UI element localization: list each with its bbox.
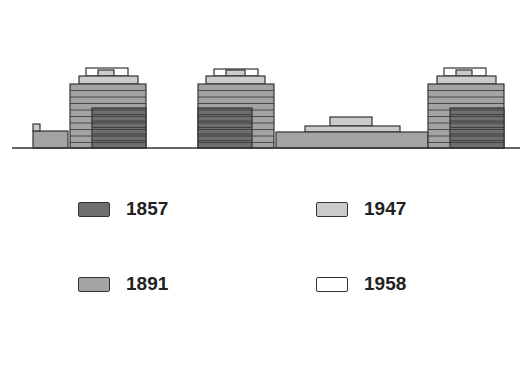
tower-body: [70, 84, 146, 148]
legend-swatch: [78, 202, 110, 217]
floor-line: [198, 127, 252, 128]
floor-line: [198, 90, 274, 91]
tower-body: [198, 84, 274, 148]
legend-entry: 1891: [78, 273, 168, 295]
ground-line: [12, 147, 520, 148]
floor-line: [198, 134, 252, 135]
floor-line: [428, 103, 504, 104]
floor-line: [198, 103, 274, 104]
legend-entry: 1857: [78, 198, 168, 220]
tower-penthouse: [206, 76, 265, 84]
tower-top-core: [226, 70, 245, 76]
floor-line: [70, 116, 146, 117]
floor-line: [70, 90, 146, 91]
tower-top: [86, 68, 128, 76]
tower-top: [214, 69, 258, 76]
legend-swatch: [78, 277, 110, 292]
tower-top-core: [456, 70, 472, 76]
floor-line: [428, 136, 504, 137]
tower-penthouse: [79, 76, 138, 84]
floor-line: [428, 116, 504, 117]
floor-line: [198, 123, 274, 124]
tower-core: [450, 108, 504, 148]
podium-top: [330, 117, 372, 126]
floor-line: [428, 123, 504, 124]
tower-core: [198, 108, 252, 148]
tower-penthouse: [437, 76, 496, 84]
floor-line: [70, 129, 146, 130]
floor-line: [92, 127, 146, 128]
podium-step: [305, 126, 400, 132]
floor-line: [198, 116, 274, 117]
floor-line: [450, 121, 504, 122]
tower-top-core: [98, 70, 114, 76]
floor-line: [92, 121, 146, 122]
floor-line: [92, 140, 146, 141]
floor-line: [198, 121, 252, 122]
legend-swatch: [316, 202, 348, 217]
legend-label: 1891: [126, 273, 168, 295]
floor-line: [198, 97, 274, 98]
tower-core: [92, 108, 146, 148]
buildings: [33, 68, 504, 148]
legend-entry: 1947: [316, 198, 406, 220]
floor-line: [428, 90, 504, 91]
podium: [276, 132, 428, 148]
legend-swatch: [316, 277, 348, 292]
floor-line: [70, 110, 146, 111]
floor-line: [92, 114, 146, 115]
floor-line: [198, 136, 274, 137]
legend-entry: 1958: [316, 273, 406, 295]
low-building: [33, 131, 68, 148]
floor-line: [450, 140, 504, 141]
tower-top: [444, 68, 486, 76]
legend-label: 1947: [364, 198, 406, 220]
floor-line: [450, 127, 504, 128]
floor-line: [428, 129, 504, 130]
floor-line: [70, 97, 146, 98]
floor-line: [198, 114, 252, 115]
floor-line: [70, 103, 146, 104]
floor-line: [428, 142, 504, 143]
floor-line: [450, 134, 504, 135]
floor-line: [198, 140, 252, 141]
floor-line: [198, 129, 274, 130]
floor-line: [428, 97, 504, 98]
floor-line: [70, 123, 146, 124]
floor-line: [428, 110, 504, 111]
legend-label: 1857: [126, 198, 168, 220]
legend-label: 1958: [364, 273, 406, 295]
floor-line: [70, 142, 146, 143]
tower-body: [428, 84, 504, 148]
floor-line: [198, 110, 274, 111]
floor-line: [92, 134, 146, 135]
floor-line: [450, 114, 504, 115]
floor-line: [70, 136, 146, 137]
floor-lines: [70, 91, 504, 143]
low-building-top: [33, 124, 40, 131]
floor-line: [198, 142, 274, 143]
